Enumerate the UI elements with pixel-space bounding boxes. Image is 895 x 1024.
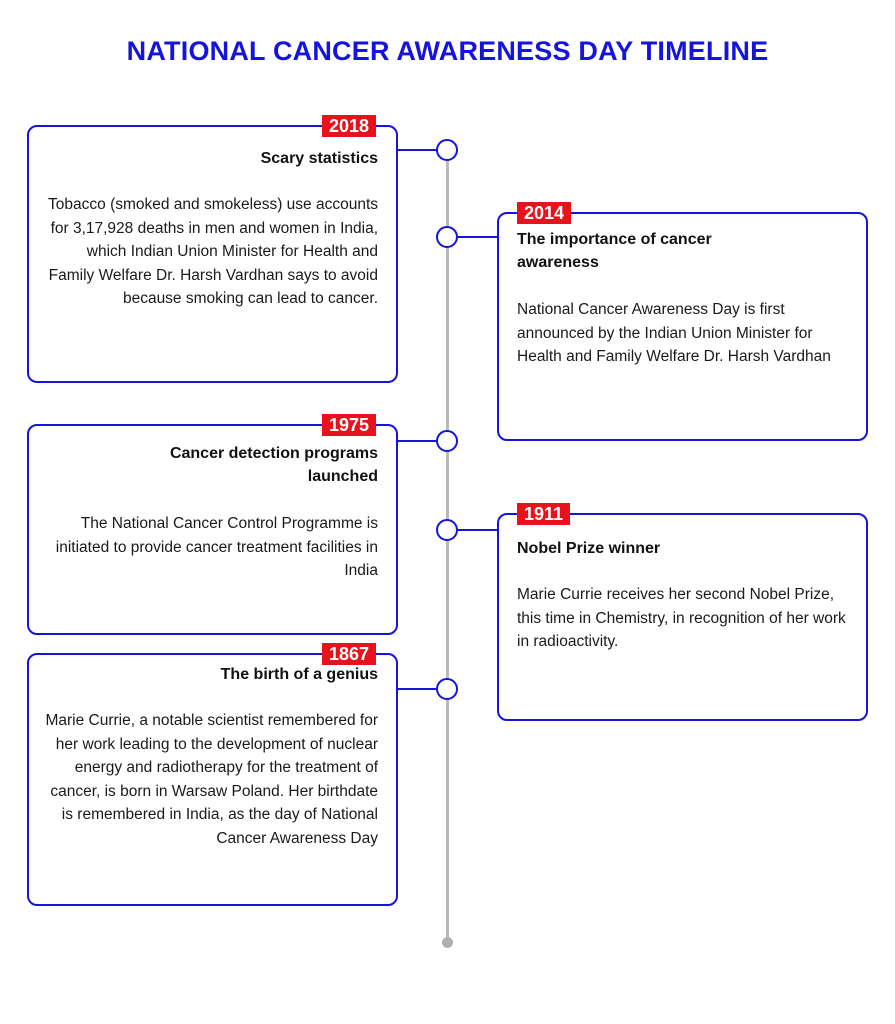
event-card-2014: 2014 The importance of cancer awareness … <box>497 202 868 441</box>
event-description: Marie Currie, a notable scientist rememb… <box>45 712 378 847</box>
connector-1867 <box>396 688 438 690</box>
year-badge: 1911 <box>517 503 571 525</box>
event-heading: Scary statistics <box>260 150 378 167</box>
event-card-1911: 1911 Nobel Prize winner Marie Currie rec… <box>497 503 868 721</box>
event-heading: Cancer detection programs launched <box>169 445 378 485</box>
event-description: National Cancer Awareness Day is first a… <box>517 301 831 365</box>
event-description: The National Cancer Control Programme is… <box>55 515 378 579</box>
event-description: Marie Currie receives her second Nobel P… <box>517 586 846 650</box>
year-badge: 2018 <box>321 115 376 137</box>
year-badge: 1975 <box>321 414 376 436</box>
event-heading: Nobel Prize winner <box>517 540 661 557</box>
page-title: NATIONAL CANCER AWARENESS DAY TIMELINE <box>126 36 769 66</box>
timeline-node-1975 <box>436 430 458 452</box>
timeline-node-1911 <box>436 519 458 541</box>
connector-1911 <box>458 529 499 531</box>
timeline-node-2018 <box>436 139 458 161</box>
connector-1975 <box>396 440 438 442</box>
year-badge: 2014 <box>517 202 572 224</box>
connector-2018 <box>396 149 438 151</box>
event-description: Tobacco (smoked and smokeless) use accou… <box>48 196 378 307</box>
timeline-axis-end-dot <box>442 937 453 948</box>
year-badge: 1867 <box>321 643 376 665</box>
event-card-1867: 1867 The birth of a genius Marie Currie,… <box>27 643 398 906</box>
timeline-node-1867 <box>436 678 458 700</box>
timeline-axis <box>446 150 449 943</box>
event-heading: The importance of cancer awareness <box>517 231 712 271</box>
event-heading: The birth of a genius <box>220 666 378 683</box>
timeline-node-2014 <box>436 226 458 248</box>
event-card-2018: 2018 Scary statistics Tobacco (smoked an… <box>27 115 398 383</box>
event-card-1975: 1975 Cancer detection programs launched … <box>27 414 398 635</box>
connector-2014 <box>458 236 499 238</box>
